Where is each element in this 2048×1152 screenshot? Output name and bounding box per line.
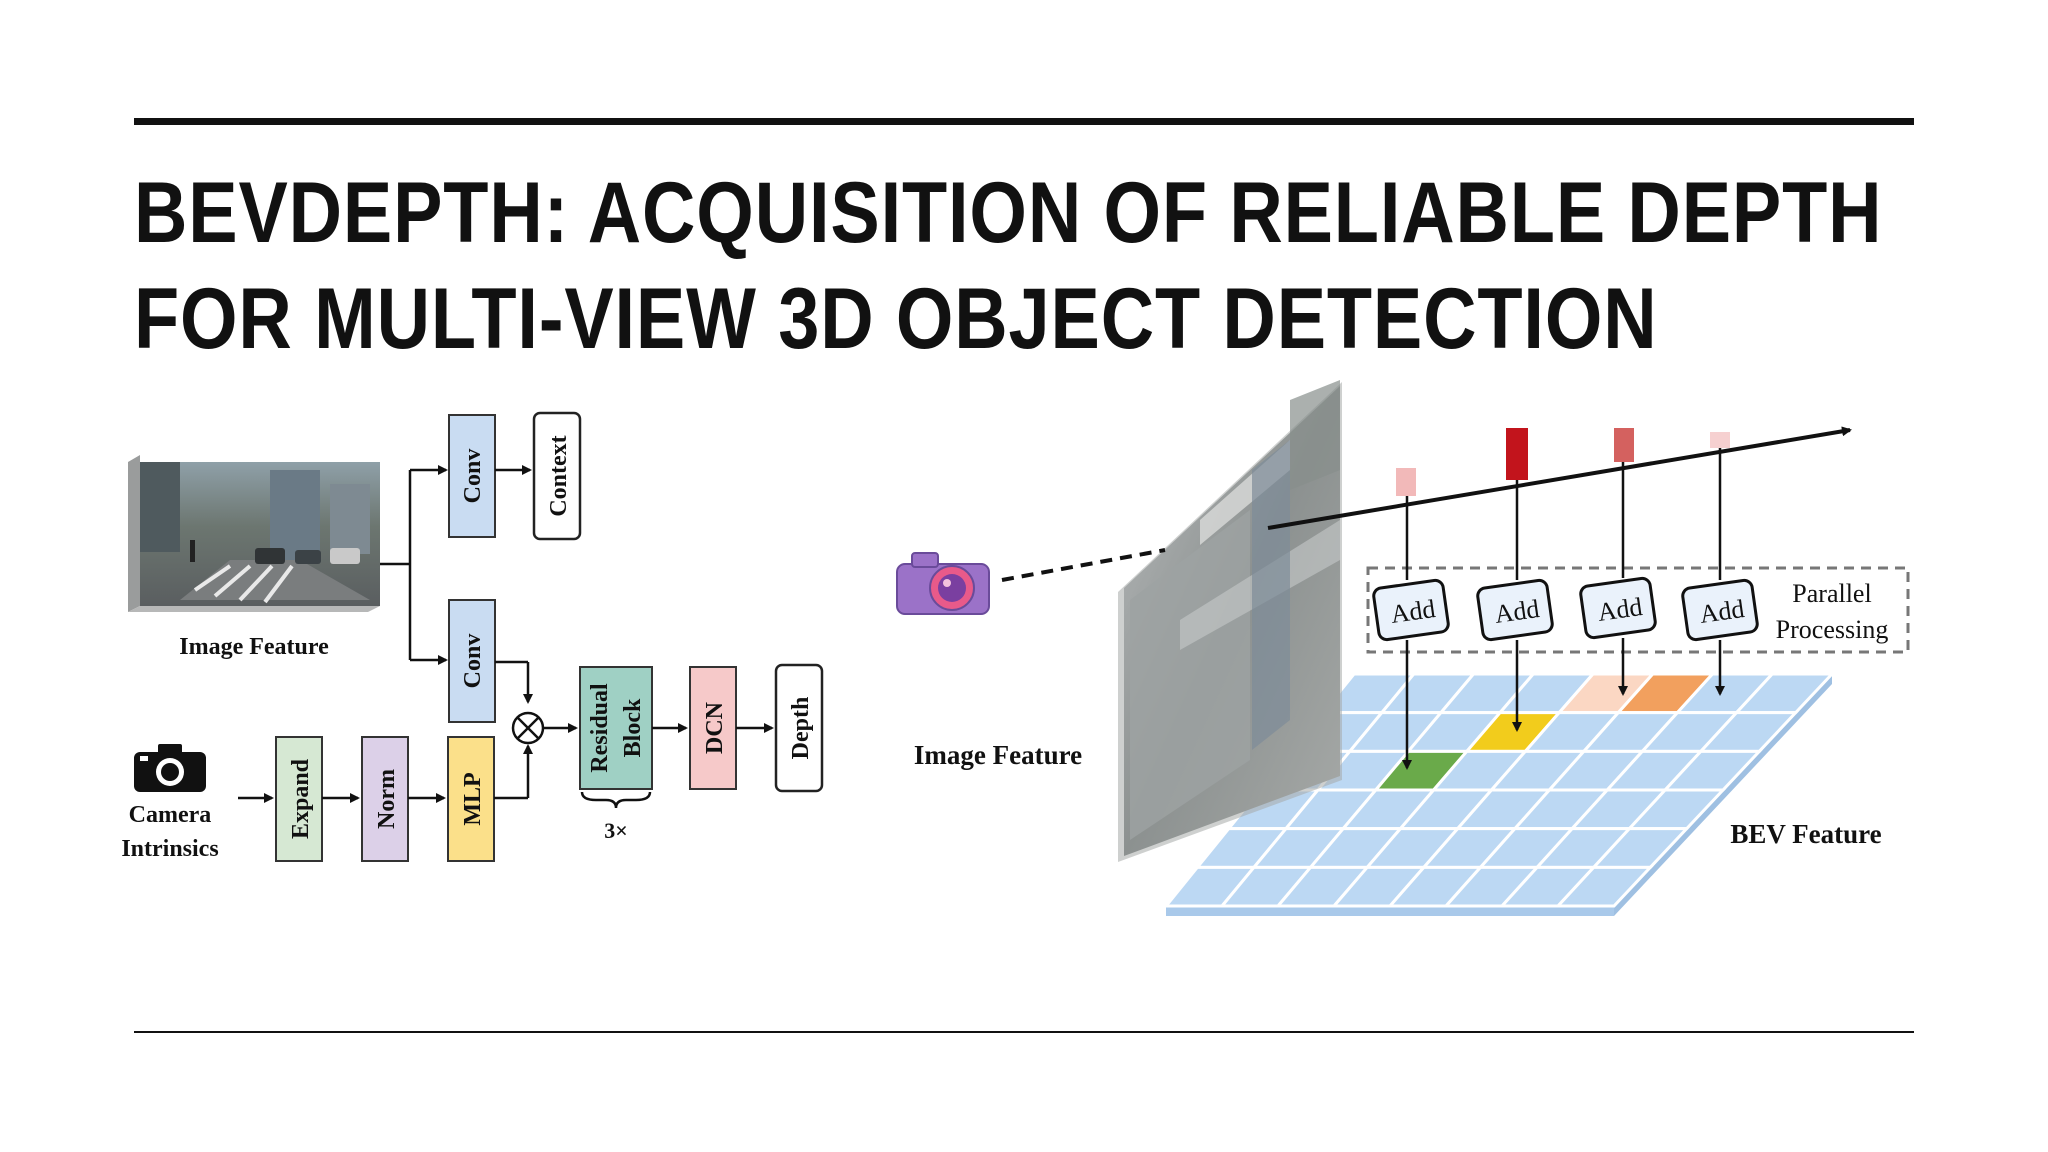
norm-label: Norm bbox=[374, 769, 400, 829]
context-box bbox=[532, 411, 582, 541]
bev-grid-side bbox=[1614, 674, 1832, 916]
depth-ray bbox=[1267, 426, 1852, 530]
image-feature-plane bbox=[1118, 380, 1342, 862]
repeat-brace bbox=[580, 791, 652, 809]
mlp-label: MLP bbox=[460, 772, 486, 825]
add-column-1: Add bbox=[1372, 496, 1450, 770]
add-label-2: Add bbox=[1493, 594, 1541, 629]
parallel-label-line1: Parallel bbox=[1792, 579, 1871, 608]
depth-bins bbox=[1396, 428, 1730, 496]
title-line-2: FOR MULTI-VIEW 3D OBJECT DETECTION bbox=[134, 271, 1658, 367]
dcn-box bbox=[689, 666, 737, 790]
repeat-label: 3× bbox=[604, 818, 628, 843]
depth-box bbox=[774, 663, 824, 793]
residual-label-line1: Residual bbox=[587, 683, 613, 773]
camera-icon bbox=[134, 744, 206, 792]
purple-camera-icon bbox=[896, 552, 990, 615]
bev-cell bbox=[1554, 865, 1654, 908]
depth-label: Depth bbox=[788, 697, 814, 760]
title-line-1: BEVDEPTH: ACQUISITION OF RELIABLE DEPTH bbox=[134, 165, 1883, 261]
right-bev-pooling-diagram: Image Feature Parallel Processing Add bbox=[896, 380, 1910, 916]
page-title: BEVDEPTH: ACQUISITION OF RELIABLE DEPTH … bbox=[134, 160, 1883, 372]
camera-label-line1: Camera bbox=[129, 802, 212, 828]
top-rule bbox=[134, 118, 1914, 125]
norm-box bbox=[361, 736, 409, 862]
bev-feature-label: BEV Feature bbox=[1730, 819, 1881, 849]
mlp-box bbox=[447, 736, 495, 862]
add-column-3: Add bbox=[1579, 462, 1657, 696]
add-column-2: Add bbox=[1476, 480, 1554, 732]
bottom-rule bbox=[134, 1031, 1914, 1033]
add-label-4: Add bbox=[1698, 594, 1746, 629]
left-depth-net-diagram: Image Feature Conv Context Conv Ca bbox=[121, 411, 824, 862]
add-label-1: Add bbox=[1389, 594, 1437, 629]
conv-mid-label: Conv bbox=[460, 634, 486, 689]
conv-top-box bbox=[448, 414, 496, 538]
camera-label-line2: Intrinsics bbox=[121, 836, 218, 862]
context-label: Context bbox=[546, 435, 572, 516]
expand-label: Expand bbox=[288, 758, 314, 839]
left-image-feature-label: Image Feature bbox=[179, 634, 329, 660]
add-label-3: Add bbox=[1596, 592, 1644, 627]
camera-ray-dashed bbox=[1001, 548, 1166, 582]
right-image-feature-label: Image Feature bbox=[914, 740, 1082, 770]
image-feature-thumbnail bbox=[128, 455, 380, 612]
residual-label-line2: Block bbox=[620, 698, 646, 757]
add-column-4: Add bbox=[1681, 448, 1759, 696]
bev-feature-grid bbox=[1162, 672, 1836, 916]
dcn-label: DCN bbox=[702, 701, 728, 754]
parallel-label-line2: Processing bbox=[1776, 615, 1889, 644]
expand-box bbox=[275, 736, 323, 862]
parallel-processing-box bbox=[1366, 566, 1910, 654]
bev-grid-edge bbox=[1166, 906, 1614, 916]
conv-top-label: Conv bbox=[460, 449, 486, 504]
